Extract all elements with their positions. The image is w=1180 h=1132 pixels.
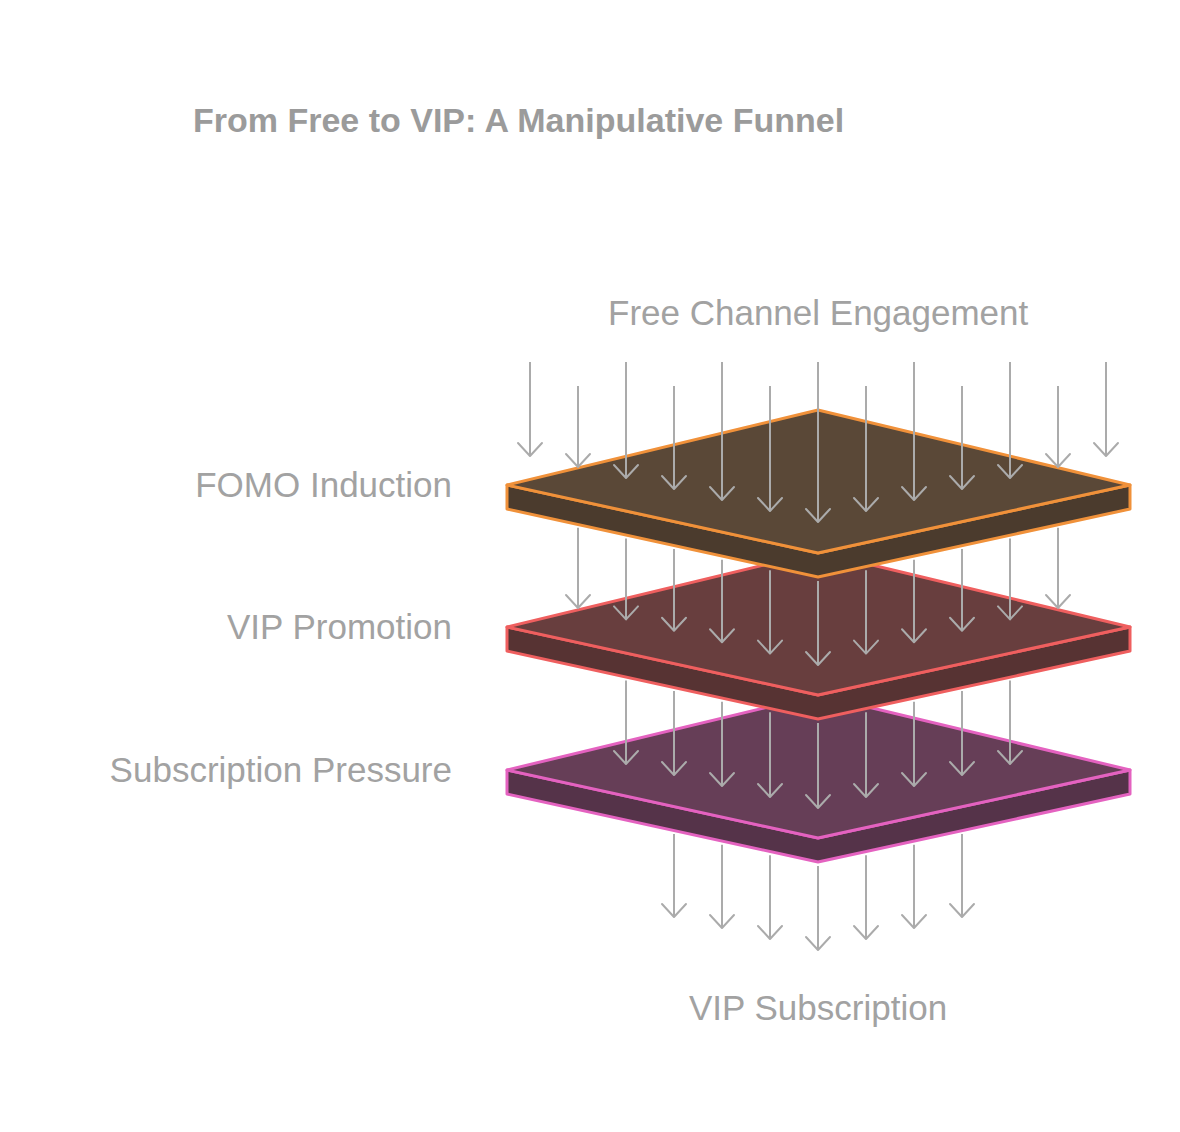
funnel-layer: FOMO Induction (504, 407, 1133, 580)
layer-label: VIP Promotion (227, 607, 452, 647)
arrow-head (806, 937, 830, 950)
arrow-head (662, 904, 686, 917)
layer-label: FOMO Induction (195, 465, 452, 505)
arrow-shaft (1057, 528, 1059, 608)
arrow-shaft (961, 834, 963, 917)
down-arrow (566, 386, 590, 467)
arrow-head (854, 926, 878, 939)
down-arrow (566, 528, 590, 608)
plate-face (507, 552, 1130, 695)
arrow-shaft (865, 855, 867, 939)
down-arrow (902, 845, 926, 928)
arrow-head (566, 595, 590, 608)
down-arrow (806, 866, 830, 950)
arrow-head (1046, 595, 1070, 608)
arrow-shaft (769, 855, 771, 939)
arrow-shaft (817, 866, 819, 950)
arrow-shaft (1057, 386, 1059, 467)
arrow-head (758, 926, 782, 939)
down-arrow (662, 834, 686, 917)
arrow-shaft (1105, 362, 1107, 456)
down-arrow (758, 855, 782, 939)
down-arrow (950, 834, 974, 917)
arrow-head (950, 904, 974, 917)
arrow-head (1094, 443, 1118, 456)
layer-label: Subscription Pressure (110, 750, 452, 790)
down-arrow (710, 845, 734, 928)
layer-plate (504, 407, 1133, 580)
down-arrow (1094, 362, 1118, 456)
arrow-shaft (529, 362, 531, 456)
arrow-shaft (577, 386, 579, 467)
flow-label: VIP Subscription (689, 988, 947, 1028)
arrow-head (902, 915, 926, 928)
plate-face (507, 410, 1130, 553)
plate-face (507, 695, 1130, 838)
down-arrow (518, 362, 542, 456)
down-arrow (1046, 386, 1070, 467)
arrow-shaft (577, 528, 579, 608)
arrow-shaft (673, 834, 675, 917)
down-arrow (1046, 528, 1070, 608)
arrow-head (710, 915, 734, 928)
flow-label: Free Channel Engagement (608, 293, 1028, 333)
arrow-shaft (721, 845, 723, 928)
arrow-shaft (913, 845, 915, 928)
arrow-head (518, 443, 542, 456)
diagram-title: From Free to VIP: A Manipulative Funnel (193, 101, 844, 140)
down-arrow (854, 855, 878, 939)
